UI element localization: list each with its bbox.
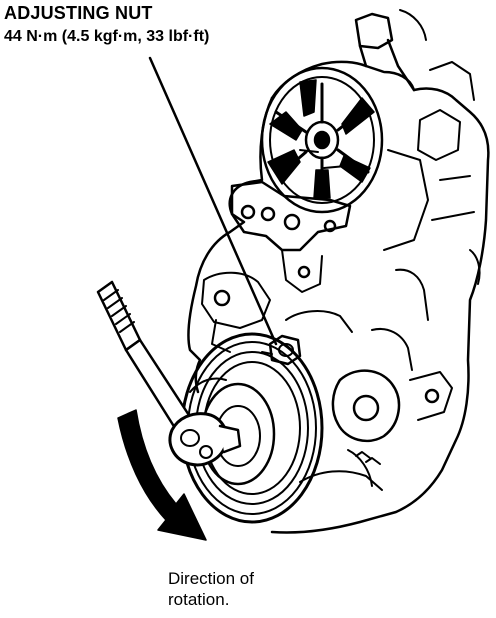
adjusting-nut <box>261 334 302 366</box>
engine-block <box>187 9 490 534</box>
torque-spec-label: 44 N·m (4.5 kgf·m, 33 lbf·ft) <box>4 28 210 45</box>
rotation-direction-label: Direction of rotation. <box>168 568 328 610</box>
wrench <box>96 280 242 467</box>
adjusting-nut-label: ADJUSTING NUT <box>4 3 153 23</box>
callout-leader-line <box>148 56 278 346</box>
pump-housing <box>201 271 453 491</box>
rotation-arrow <box>117 409 207 541</box>
rotation-label-line-2: rotation. <box>168 590 230 609</box>
upper-pulley <box>260 66 384 214</box>
rotation-label-line-1: Direction of <box>168 569 254 588</box>
mounting-bracket <box>230 180 352 293</box>
